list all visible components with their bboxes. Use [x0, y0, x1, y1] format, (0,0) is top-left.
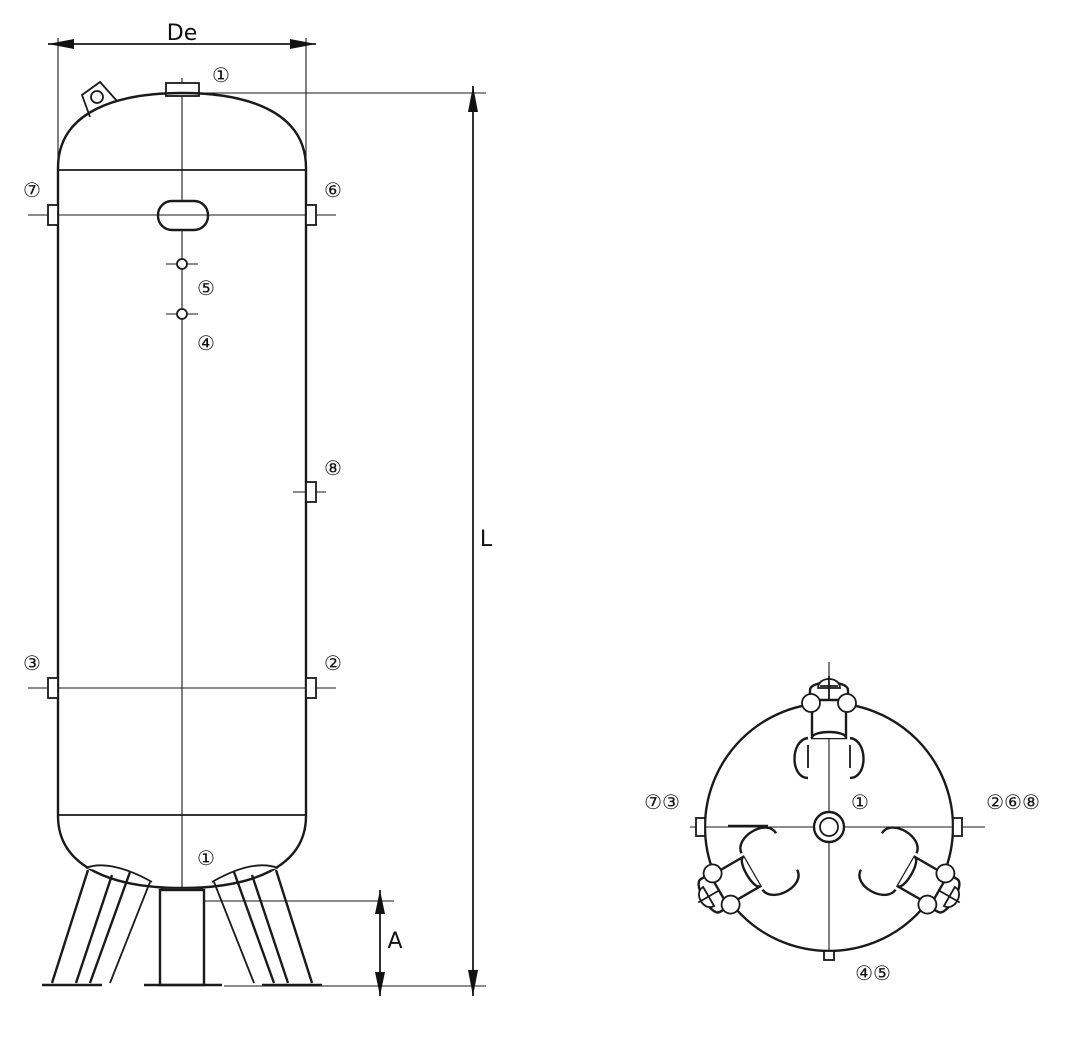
plan-callout-left: ⑦③ — [644, 790, 680, 814]
port-8-stub — [305, 481, 317, 503]
dimension-de — [48, 38, 316, 168]
plan-left-port-stub — [695, 817, 706, 837]
callout-port-2: ② — [324, 651, 342, 675]
label-l: L — [480, 527, 493, 552]
port-3-stub — [47, 677, 59, 699]
callout-port-4: ④ — [197, 331, 215, 355]
callout-port-8: ⑧ — [324, 456, 342, 480]
side-view: De L A ① ⑦ ⑥ ⑤ ④ ⑧ ③ ② ① — [23, 21, 493, 996]
right-leg — [211, 864, 322, 987]
lifting-lug — [80, 80, 118, 118]
gauge-port-5 — [176, 258, 188, 270]
plan-lower-right-leg — [858, 826, 961, 915]
plan-top-leg — [793, 676, 865, 780]
port-2-stub — [305, 677, 317, 699]
plan-center-outlet-inner — [819, 817, 839, 837]
callout-port-7: ⑦ — [23, 178, 41, 202]
plan-callout-bottom: ④⑤ — [855, 961, 891, 985]
plan-bottom-port-stub — [823, 950, 835, 961]
callout-bottom-outlet: ① — [197, 846, 215, 870]
dimension-a — [204, 890, 394, 996]
plan-callout-center: ① — [851, 790, 869, 814]
plan-lower-left-leg — [697, 826, 800, 915]
tank-shell — [56, 91, 308, 890]
dimension-l — [200, 86, 486, 996]
plan-callout-right: ②⑥⑧ — [986, 790, 1040, 814]
callout-port-6: ⑥ — [324, 178, 342, 202]
callout-port-5: ⑤ — [197, 276, 215, 300]
plan-view: ① ⑦③ ②⑥⑧ ④⑤ — [644, 662, 1040, 985]
callout-port-3: ③ — [23, 651, 41, 675]
plan-right-port-stub — [952, 817, 963, 837]
gauge-port-4 — [176, 308, 188, 320]
center-leg — [144, 888, 222, 987]
port-6-stub — [305, 204, 317, 226]
port-7-stub — [47, 204, 59, 226]
label-de: De — [167, 21, 197, 46]
left-leg — [42, 864, 153, 987]
callout-top-outlet: ① — [212, 63, 230, 87]
plan-center-outlet-outer — [812, 810, 846, 844]
label-a: A — [387, 929, 402, 954]
